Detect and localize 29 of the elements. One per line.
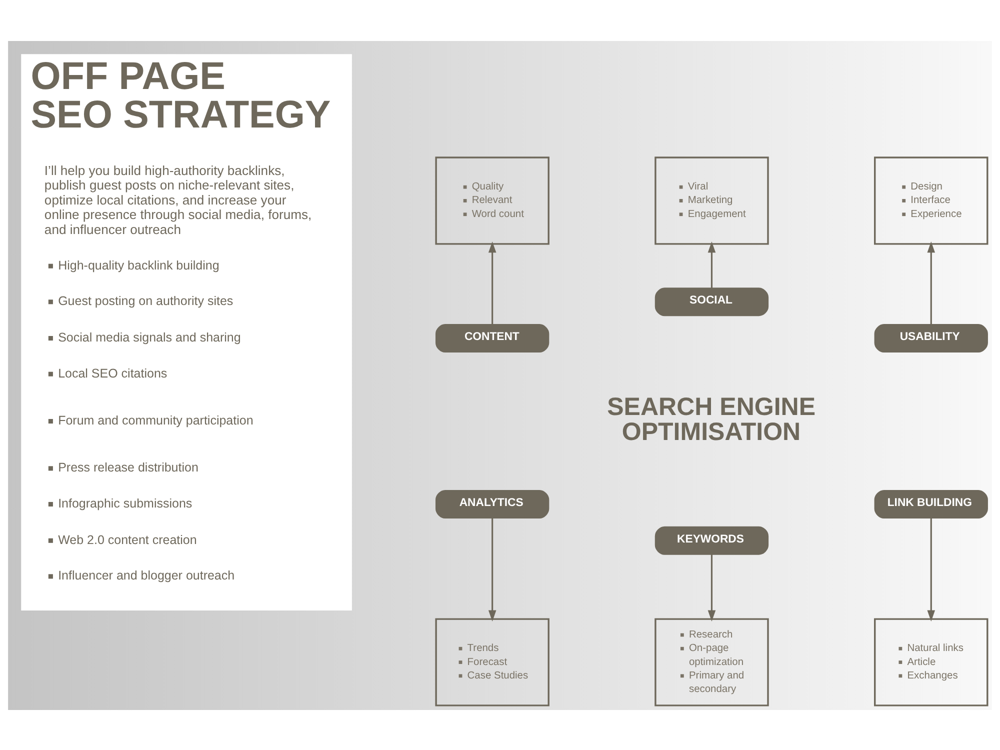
label: Press release distribution — [58, 460, 198, 474]
label: SEARCH ENGINE OPTIMISATION — [607, 392, 816, 446]
arrow — [708, 554, 716, 621]
arrow — [488, 517, 496, 621]
label: High-quality backlink building — [58, 258, 220, 272]
node-box: Research On-page optimization Primary and secondary — [654, 618, 769, 706]
label: Guest posting on authority sites — [58, 294, 234, 308]
label: Influencer and blogger outreach — [58, 568, 235, 582]
label: Local SEO citations — [58, 366, 168, 380]
arrow — [488, 241, 496, 324]
label: I’ll help you build high-authority backlinks, publish guest posts on niche-relevant sites, optimize local citations, and increase your online presence through social media, forums, and influencer outreach — [44, 162, 312, 236]
label: Forum and community participation — [58, 412, 254, 427]
arrow — [927, 241, 936, 324]
node-box: ANALYTICS — [435, 490, 550, 518]
node-box: CONTENT — [435, 324, 550, 352]
arrow — [708, 241, 716, 288]
node-box: LINK BUILDING — [874, 490, 988, 518]
node-box: SOCIAL — [654, 287, 769, 316]
label: Social media signals and sharing — [58, 330, 241, 344]
node-box: Natural links Article Exchanges — [874, 618, 988, 706]
node-box: Quality Relevant Word count — [435, 156, 550, 244]
arrow — [927, 517, 936, 621]
node-box: Trends Forecast Case Studies — [435, 618, 550, 706]
node-box: Design Interface Experience — [874, 156, 988, 244]
label: Web 2.0 content creation — [58, 532, 197, 546]
node-box: Viral Marketing Engagement — [654, 156, 769, 244]
node-box: USABILITY — [874, 324, 988, 352]
node-box: KEYWORDS — [654, 526, 769, 554]
label: Infographic submissions — [58, 496, 192, 510]
